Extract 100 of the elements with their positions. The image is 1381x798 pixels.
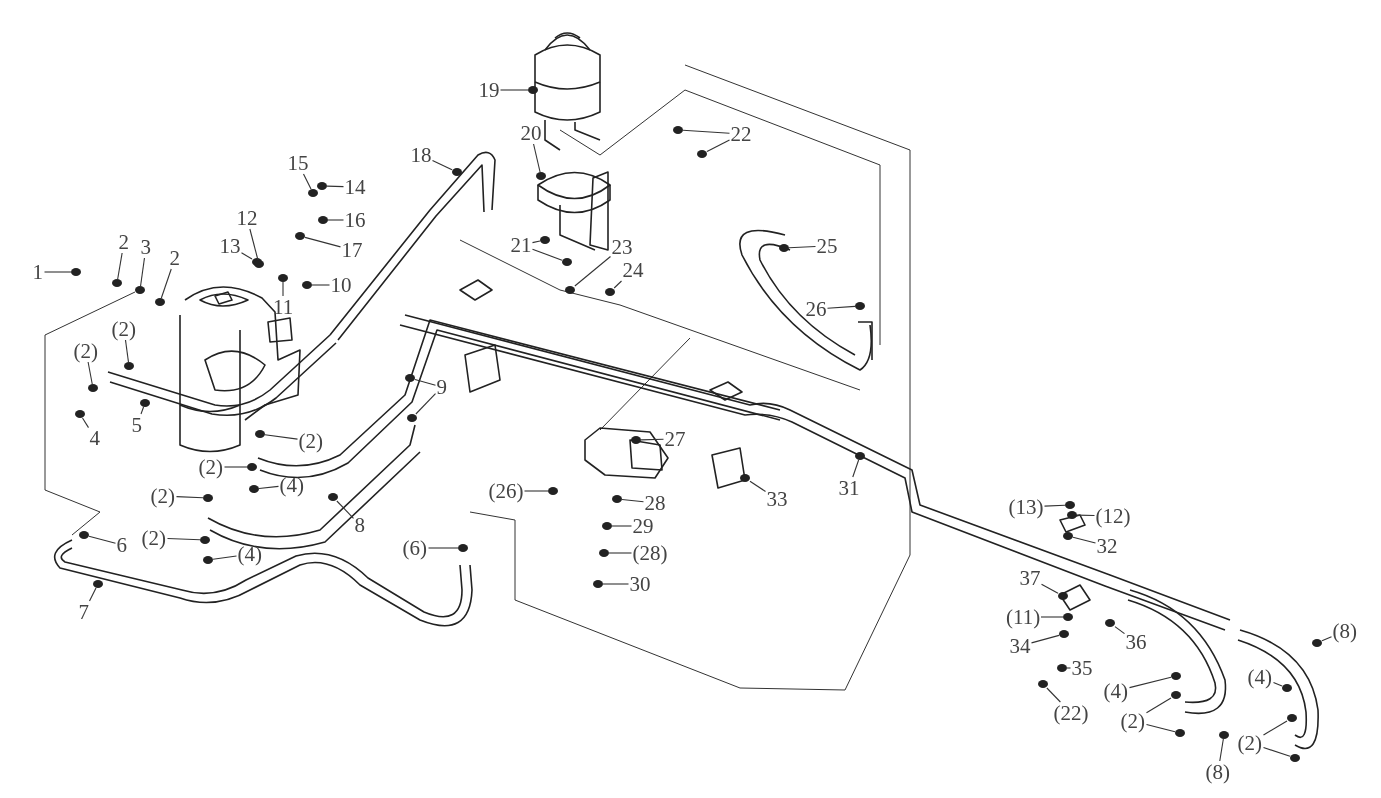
callout-number: (2)	[140, 527, 167, 549]
fitting-icon	[673, 126, 683, 134]
leader-line	[682, 129, 731, 134]
fitting-icon	[308, 189, 318, 197]
leader-line	[1321, 636, 1333, 642]
callout-number: 25	[815, 235, 839, 257]
fitting-icon	[1058, 592, 1068, 600]
leader-line	[611, 525, 633, 527]
leader-line	[852, 459, 860, 478]
leader-line	[87, 361, 93, 385]
leader-line	[140, 406, 145, 415]
callout-number: 9	[435, 376, 448, 398]
leader-line	[533, 143, 541, 173]
leader-line	[302, 173, 312, 190]
fitting-icon	[1065, 501, 1075, 509]
callout-number: (4)	[278, 474, 305, 496]
fitting-icon	[1067, 511, 1077, 519]
leader-line	[1262, 746, 1291, 757]
leader-line	[499, 89, 529, 91]
fitting-icon	[1312, 639, 1322, 647]
leader-line	[88, 535, 117, 544]
fitting-icon	[1287, 714, 1297, 722]
leader-line	[304, 236, 342, 248]
fitting-icon	[407, 414, 417, 422]
callout-number: 37	[1018, 567, 1042, 589]
fitting-icon	[593, 580, 603, 588]
callout-number: 12	[235, 207, 259, 229]
callout-number: (2)	[110, 318, 137, 340]
leader-line	[117, 252, 123, 280]
leader-line	[160, 268, 172, 299]
callout-number: 10	[329, 274, 353, 296]
fitting-icon	[599, 549, 609, 557]
fitting-icon	[295, 232, 305, 240]
callout-number: (11)	[1005, 606, 1042, 628]
leader-line	[1040, 616, 1064, 618]
leader-line	[258, 485, 280, 490]
callout-number: 35	[1070, 657, 1094, 679]
fitting-icon	[602, 522, 612, 530]
callout-number: (4)	[236, 543, 263, 565]
callout-number: (22)	[1052, 702, 1090, 724]
callout-number: (2)	[1236, 732, 1263, 754]
leader-line	[1046, 687, 1061, 703]
fitting-icon	[1063, 613, 1073, 621]
callout-number: (2)	[149, 485, 176, 507]
callout-number: (26)	[487, 480, 525, 502]
leader-line	[282, 281, 284, 297]
fitting-icon	[155, 298, 165, 306]
callout-number: 19	[477, 79, 501, 101]
fitting-icon	[565, 286, 575, 294]
fitting-icon	[88, 384, 98, 392]
leader-line	[1072, 536, 1097, 544]
leader-line	[140, 257, 145, 287]
fitting-icon	[1063, 532, 1073, 540]
leader-line	[81, 417, 90, 429]
fitting-icon	[1038, 680, 1048, 688]
fitting-icon	[740, 474, 750, 482]
fitting-icon	[458, 544, 468, 552]
leader-line	[415, 393, 437, 415]
leader-line	[249, 228, 259, 261]
leader-line	[574, 255, 612, 287]
leader-line	[749, 480, 767, 492]
leader-line	[326, 185, 345, 188]
callout-number: (6)	[401, 537, 428, 559]
leader-line	[608, 552, 633, 554]
fitting-icon	[200, 536, 210, 544]
fitting-icon	[112, 279, 122, 287]
callout-number: (4)	[1102, 680, 1129, 702]
callout-number: 8	[353, 514, 366, 536]
leader-line	[223, 466, 248, 468]
callout-number: 20	[519, 122, 543, 144]
callout-number: 33	[765, 488, 789, 510]
leader-line	[166, 538, 201, 541]
fitting-icon	[75, 410, 85, 418]
callout-number: 16	[343, 209, 367, 231]
leader-line	[175, 496, 204, 499]
fitting-icon	[1059, 630, 1069, 638]
fitting-icon	[605, 288, 615, 296]
callout-number: 4	[88, 427, 101, 449]
callout-number: 24	[621, 259, 645, 281]
leader-line	[788, 246, 817, 249]
fitting-icon	[1105, 619, 1115, 627]
fitting-icon	[536, 172, 546, 180]
leader-line	[706, 139, 731, 152]
fitting-icon	[1219, 731, 1229, 739]
leader-line	[531, 248, 563, 261]
callout-number: 32	[1095, 535, 1119, 557]
callout-number: 30	[628, 573, 652, 595]
callout-number: (2)	[297, 430, 324, 452]
callout-number: (12)	[1094, 505, 1132, 527]
callout-number: 7	[77, 601, 90, 623]
fitting-icon	[1171, 691, 1181, 699]
callout-number: 34	[1008, 635, 1032, 657]
leader-line	[826, 305, 856, 309]
fitting-icon	[779, 244, 789, 252]
callout-number: (8)	[1331, 620, 1358, 642]
callout-number: 21	[509, 234, 533, 256]
leader-line	[427, 547, 459, 549]
callout-number: 13	[218, 235, 242, 257]
fitting-icon	[249, 485, 259, 493]
callout-number: 29	[631, 515, 655, 537]
